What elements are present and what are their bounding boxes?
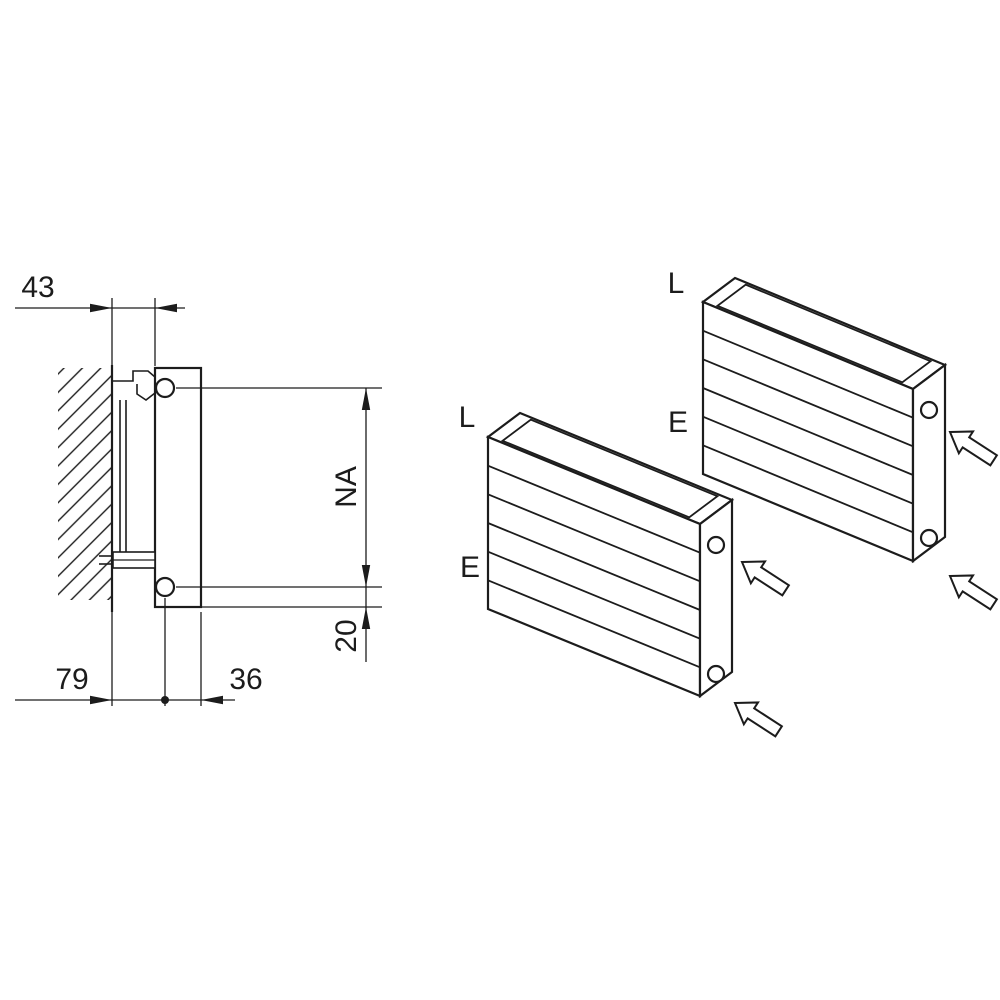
top-tapping bbox=[919, 400, 939, 420]
dimension-label: 20 bbox=[330, 619, 363, 652]
dimension-label: 43 bbox=[21, 271, 54, 304]
iso-radiator-back: L E bbox=[668, 267, 999, 611]
dimension-arrow bbox=[155, 303, 177, 313]
radiator-slats bbox=[702, 329, 914, 534]
dimension-bottom-edge: 20 bbox=[330, 587, 371, 662]
dimension-arrow bbox=[361, 565, 371, 587]
top-connection-pipe bbox=[154, 377, 176, 399]
flow-arrow bbox=[948, 430, 999, 467]
top-tapping bbox=[706, 535, 726, 555]
bottom-connection-pipe bbox=[154, 576, 176, 598]
bottom-tapping bbox=[919, 528, 939, 548]
bracket-hook bbox=[113, 370, 156, 401]
radiator-slats bbox=[487, 464, 701, 669]
air-inlet-label: E bbox=[668, 406, 688, 439]
iso-radiator-front: L E bbox=[459, 401, 791, 738]
air-outlet-label: L bbox=[459, 401, 476, 434]
dimension-bottom-row: 79 36 bbox=[15, 663, 263, 705]
flow-arrow bbox=[740, 560, 791, 597]
radiator-cross-section bbox=[153, 366, 203, 609]
dimension-arrow bbox=[361, 607, 371, 629]
mounting-bracket bbox=[99, 370, 156, 569]
radiator-top-grille bbox=[715, 283, 933, 384]
flow-arrow bbox=[948, 574, 999, 611]
dimension-arrow bbox=[90, 695, 112, 705]
air-inlet-label: E bbox=[460, 551, 480, 584]
dimension-arrow bbox=[361, 388, 371, 410]
dimension-wall-clearance: 43 bbox=[15, 271, 185, 313]
dimension-dot bbox=[161, 696, 169, 704]
wall-hatching bbox=[58, 368, 112, 600]
dimension-arrow bbox=[90, 303, 112, 313]
side-view: 43 NA 20 79 36 bbox=[15, 271, 382, 706]
dimension-label: 79 bbox=[55, 663, 88, 696]
dimension-connection-spacing: NA bbox=[330, 388, 371, 587]
air-outlet-label: L bbox=[668, 267, 685, 300]
dimension-label: NA bbox=[330, 466, 363, 508]
dimension-arrow bbox=[201, 695, 223, 705]
dimension-label: 36 bbox=[229, 663, 262, 696]
flow-arrow bbox=[733, 701, 784, 738]
radiator-top-opening bbox=[500, 418, 720, 519]
bottom-tapping bbox=[706, 664, 726, 684]
